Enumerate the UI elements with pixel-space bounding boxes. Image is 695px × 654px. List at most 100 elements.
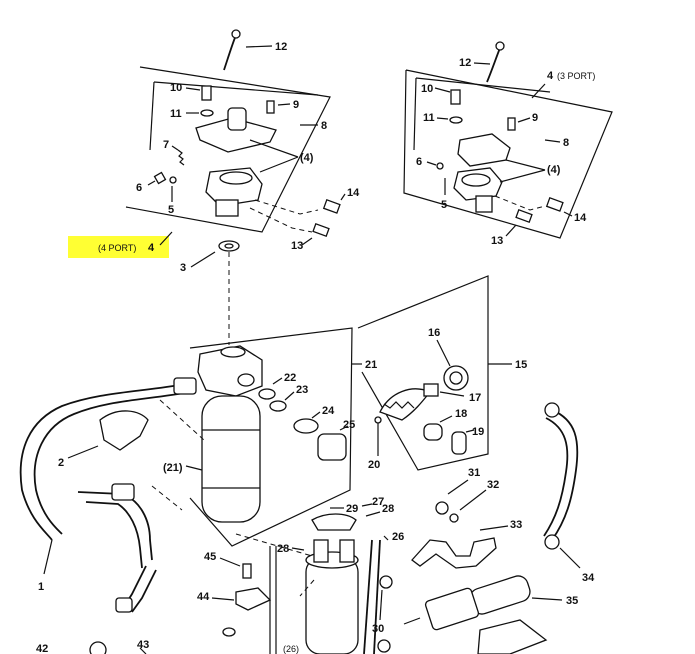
fitting-13b: [515, 209, 533, 223]
callout-12-left: 12: [275, 41, 287, 53]
callout-43: 43: [137, 639, 149, 651]
bracket-strip: [373, 539, 381, 654]
callout-34: 34: [582, 572, 595, 584]
callout-13-right: 13: [491, 235, 503, 247]
screw-10b: [450, 89, 461, 105]
callout-4-port-text: (4 PORT): [98, 243, 136, 253]
cover-29: [311, 513, 357, 531]
spring-7: [177, 149, 185, 166]
callout-8-left: 8: [321, 120, 327, 132]
callout-27: 27: [372, 496, 384, 508]
callout-22: 22: [284, 372, 296, 384]
callout-44: 44: [197, 591, 210, 603]
callout-4-inner-right: (4): [547, 164, 561, 176]
callout-32: 32: [487, 479, 499, 491]
wire-12: [223, 34, 237, 71]
callout-3: 3: [180, 262, 186, 274]
callout-12-right: 12: [459, 57, 471, 69]
nut-42: [89, 641, 107, 654]
hoses: [19, 377, 205, 613]
clamp-2: [99, 410, 149, 451]
panel-3-port: [403, 41, 613, 239]
panel-outline-15: [357, 275, 489, 471]
callout-33: 33: [510, 519, 522, 531]
panel-4-port: [125, 29, 346, 345]
callout-19: 19: [472, 426, 484, 438]
callout-26: 26: [392, 531, 404, 543]
screw-45: [242, 563, 252, 579]
callout-11-left: 11: [170, 108, 182, 120]
callout-16: 16: [428, 327, 440, 339]
callout-10-right: 10: [421, 83, 433, 95]
callout-11-right: 11: [423, 112, 435, 124]
callout-21-paren: (21): [163, 462, 183, 474]
callout-9-right: 9: [532, 112, 538, 124]
plug-9b: [507, 117, 516, 131]
bracket-33: [411, 537, 497, 569]
heater-kit-15: [357, 275, 512, 471]
callout-17: 17: [469, 392, 481, 404]
callout-1: 1: [38, 581, 44, 593]
canister-26: [305, 557, 359, 654]
callout-28-right: 28: [382, 503, 394, 515]
callout-4-inner-left: (4): [300, 152, 314, 164]
callout-5-left: 5: [168, 204, 174, 216]
callout-13-left: 13: [291, 240, 303, 252]
panel-outline-4-port: [125, 66, 331, 233]
plug-9: [266, 100, 275, 114]
screw-10: [201, 85, 212, 101]
fitting-14: [322, 199, 341, 214]
highlight-4-port: [68, 236, 169, 258]
callout-42: 42: [36, 643, 48, 654]
filter-assembly-21: [185, 327, 362, 547]
callout-25: 25: [343, 419, 355, 431]
callout-8-right: 8: [563, 137, 569, 149]
cap-8b: [457, 133, 511, 167]
seal-24: [293, 418, 319, 434]
lower-assembly: [89, 402, 581, 654]
panel-outline-3-port: [403, 69, 613, 239]
nut-31: [435, 501, 449, 515]
callout-18: 18: [455, 408, 467, 420]
callout-29: 29: [346, 503, 358, 515]
callout-7: 7: [163, 139, 169, 151]
nut-30: [379, 575, 393, 589]
callout-15: 15: [515, 359, 527, 371]
callout-26-paren: (26): [283, 644, 299, 654]
callout-14-right: 14: [574, 212, 587, 224]
callout-9-left: 9: [293, 99, 299, 111]
callout-45: 45: [204, 551, 216, 563]
connector-17: [423, 383, 439, 397]
callout-2: 2: [58, 457, 64, 469]
callout-10-left: 10: [170, 82, 182, 94]
callout-21: 21: [365, 359, 377, 371]
callout-24: 24: [322, 405, 335, 417]
plug-6: [153, 171, 167, 185]
callout-4-right: 4: [547, 70, 554, 82]
callout-35: 35: [566, 595, 578, 607]
panel-outline-21: [189, 327, 353, 547]
filter-bowl: [201, 395, 261, 523]
sensor-18: [423, 423, 443, 441]
wire-12b: [486, 47, 501, 83]
callout-28-left: 28: [277, 543, 289, 555]
callout-6-left: 6: [136, 182, 142, 194]
callout-3-port-text: (3 PORT): [557, 71, 595, 81]
callout-5-right: 5: [441, 199, 447, 211]
callout-4-left: 4: [148, 242, 155, 254]
washer-32: [449, 513, 459, 523]
ring-23: [269, 400, 287, 412]
fitting-14b: [545, 197, 564, 212]
washer-11: [200, 109, 214, 117]
clamp-44: [235, 587, 272, 611]
callout-labels: 12 10 9 11 8 7 (4) 6 14 5 (4 PORT) 4 13 …: [36, 41, 595, 654]
callout-6-right: 6: [416, 156, 422, 168]
callout-14-left: 14: [347, 187, 360, 199]
washer-22: [258, 388, 276, 400]
callout-23: 23: [296, 384, 308, 396]
callout-20: 20: [368, 459, 380, 471]
callout-31: 31: [468, 467, 480, 479]
ball-6b: [436, 162, 444, 170]
